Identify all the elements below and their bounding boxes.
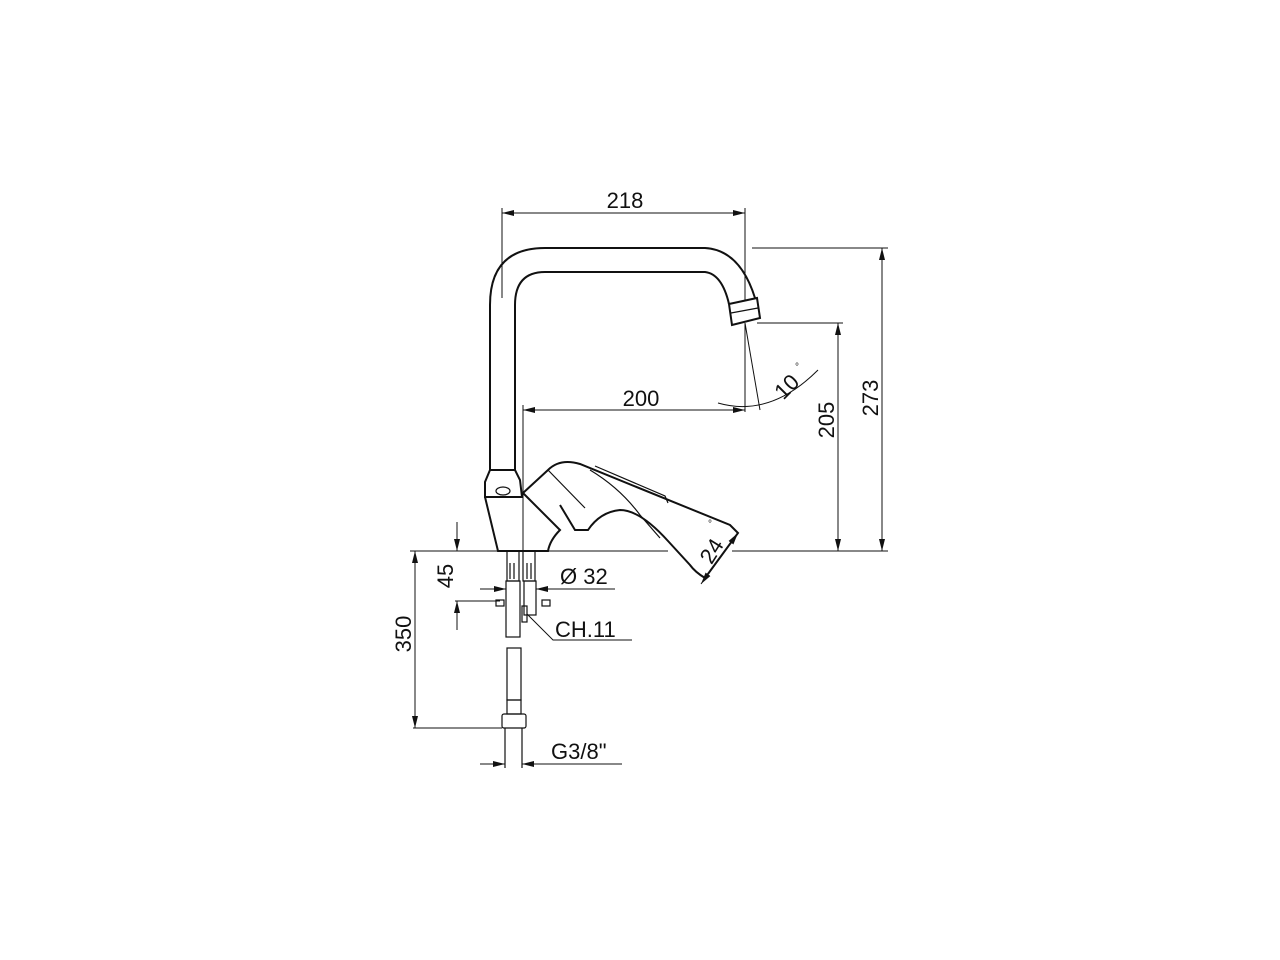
- dimension-273: 273: [752, 247, 888, 551]
- dimension-350-label: 350: [391, 616, 416, 653]
- degree-symbol: °: [795, 362, 799, 373]
- degree-symbol: °: [708, 519, 712, 530]
- dimension-diameter-32: Ø 32: [480, 564, 615, 592]
- dimension-273-label: 273: [858, 380, 883, 417]
- dimension-24-label: 24: [695, 534, 729, 568]
- faucet-outline: [484, 247, 762, 580]
- dimension-45-label: 45: [433, 564, 458, 588]
- spout-outer: [489, 247, 756, 470]
- supply-hoses: [495, 550, 551, 768]
- angle-10: 10 °: [717, 322, 819, 411]
- dimension-350: 350: [391, 551, 502, 729]
- dimension-200: 200: [522, 323, 746, 551]
- dimension-g38-label: G3/8": [551, 739, 607, 764]
- dimension-diameter-32-label: Ø 32: [560, 564, 608, 589]
- dimension-45: 45: [433, 522, 500, 630]
- dimension-218: 218: [501, 188, 746, 300]
- aerator-nozzle: [727, 296, 762, 327]
- dimension-218-label: 218: [607, 188, 644, 213]
- spout-inner: [514, 271, 730, 470]
- swivel-ring: [484, 469, 524, 498]
- dimension-g38: G3/8": [480, 739, 622, 767]
- callout-ch11-label: CH.11: [555, 617, 616, 642]
- dimension-205: 205: [757, 322, 843, 551]
- callout-ch11: CH.11: [526, 613, 632, 642]
- hose-nut: [501, 713, 527, 729]
- dimension-200-label: 200: [623, 386, 660, 411]
- dimension-205-label: 205: [814, 402, 839, 439]
- angle-10-label: 10: [769, 369, 804, 404]
- lever-handle: [522, 461, 740, 580]
